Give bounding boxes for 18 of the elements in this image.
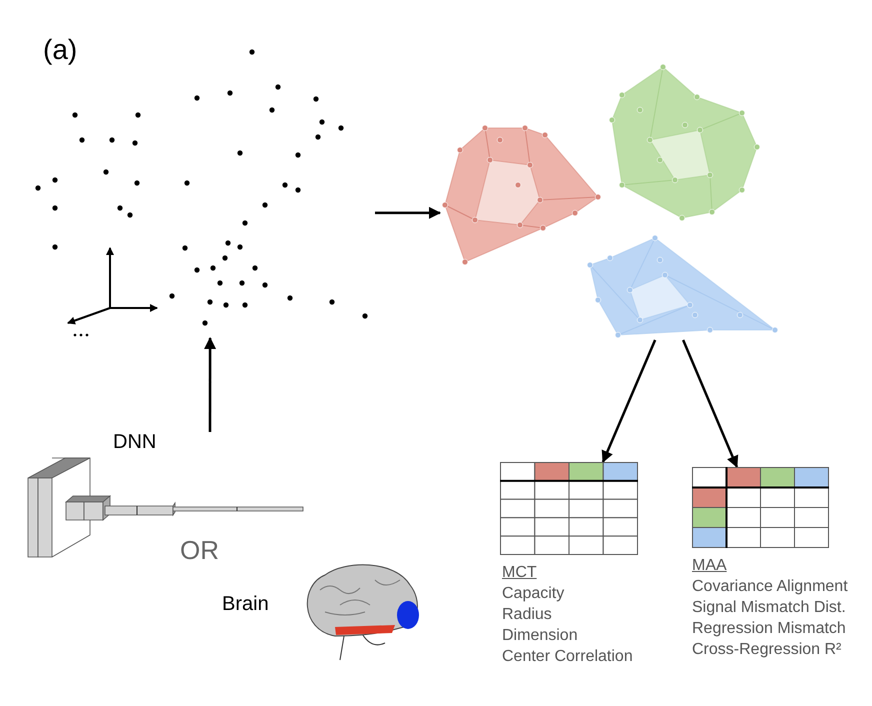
table-heading: MCT: [502, 563, 537, 582]
metric-name: Signal Mismatch Dist.: [692, 598, 846, 618]
table-heading: MAA: [692, 556, 727, 576]
arrow: [682, 340, 738, 468]
model-label: Brain: [222, 592, 269, 616]
arrow: [602, 340, 656, 463]
metric-name: Covariance Alignment: [692, 577, 848, 596]
metric-name: Radius: [502, 605, 552, 624]
metric-name: Regression Mismatch: [692, 619, 846, 638]
metric-name: Cross-Regression R²: [692, 640, 842, 660]
arrow: [204, 337, 216, 432]
model-label: DNN: [113, 430, 156, 454]
or-label: OR: [180, 535, 219, 566]
panel-label: (a): [43, 33, 78, 67]
arrow: [375, 206, 441, 219]
metric-name: Dimension: [502, 626, 578, 646]
metric-name: Capacity: [502, 584, 564, 604]
metric-name: Center Correlation: [502, 647, 633, 666]
